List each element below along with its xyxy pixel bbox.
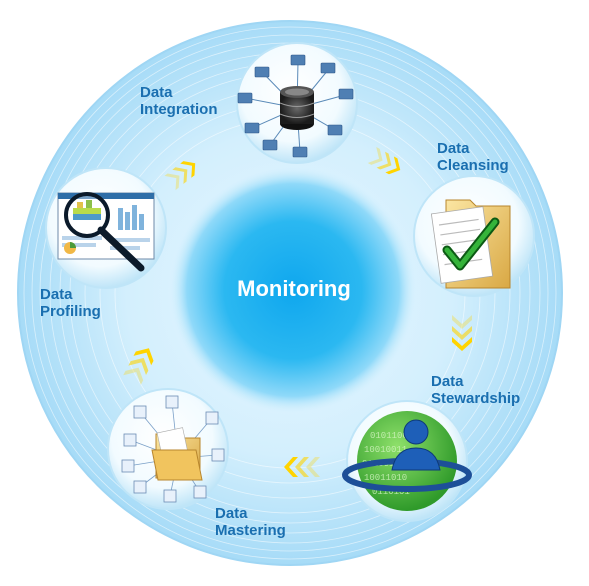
label-data-mastering-line2: Mastering: [215, 522, 286, 539]
label-data-cleansing-line1: Data: [437, 140, 470, 157]
arrow-profiling-to-integration: [164, 161, 196, 191]
arrow-stewardship-to-mastering: [284, 457, 320, 477]
svg-text:10010011: 10010011: [364, 445, 407, 455]
folder-documents-icon: [121, 395, 225, 503]
label-data-cleansing: Data Cleansing: [437, 140, 509, 174]
label-data-integration-line1: Data: [140, 84, 173, 101]
arrow-mastering-to-profiling: [123, 348, 154, 385]
label-data-mastering: Data Mastering: [215, 505, 286, 539]
magnifier-report-icon: [57, 192, 155, 272]
folder-checkmark-icon: [430, 199, 511, 289]
node-data-stewardship: 0101100 10010011 01100101 10011010 01101…: [342, 400, 472, 522]
node-data-integration: [236, 42, 358, 164]
svg-text:0101100: 0101100: [370, 431, 408, 441]
label-data-stewardship-line1: Data: [431, 373, 464, 390]
arrow-integration-to-cleansing: [367, 147, 401, 175]
database-network-icon: [237, 54, 354, 158]
label-data-integration: Data Integration: [140, 84, 218, 118]
user-globe-icon: 0101100 10010011 01100101 10011010 01101…: [342, 411, 472, 511]
node-data-mastering: [107, 388, 229, 510]
node-data-profiling: [45, 167, 167, 289]
monitoring-core: [168, 165, 418, 415]
label-data-profiling: Data Profiling: [40, 286, 101, 320]
label-data-profiling-line1: Data: [40, 286, 73, 303]
label-data-mastering-line1: Data: [215, 505, 248, 522]
label-data-integration-line2: Integration: [140, 101, 218, 118]
node-data-cleansing: [413, 175, 535, 297]
label-data-stewardship: Data Stewardship: [431, 373, 520, 407]
label-data-stewardship-line2: Stewardship: [431, 390, 521, 407]
arrow-cleansing-to-stewardship: [452, 315, 472, 351]
svg-text:0110101: 0110101: [372, 487, 410, 497]
outer-ring-edge: [17, 20, 563, 566]
monitoring-title: Monitoring: [237, 276, 351, 301]
label-data-profiling-line2: Profiling: [40, 303, 101, 320]
svg-text:10011010: 10011010: [364, 473, 407, 483]
label-data-cleansing-line2: Cleansing: [437, 157, 509, 174]
